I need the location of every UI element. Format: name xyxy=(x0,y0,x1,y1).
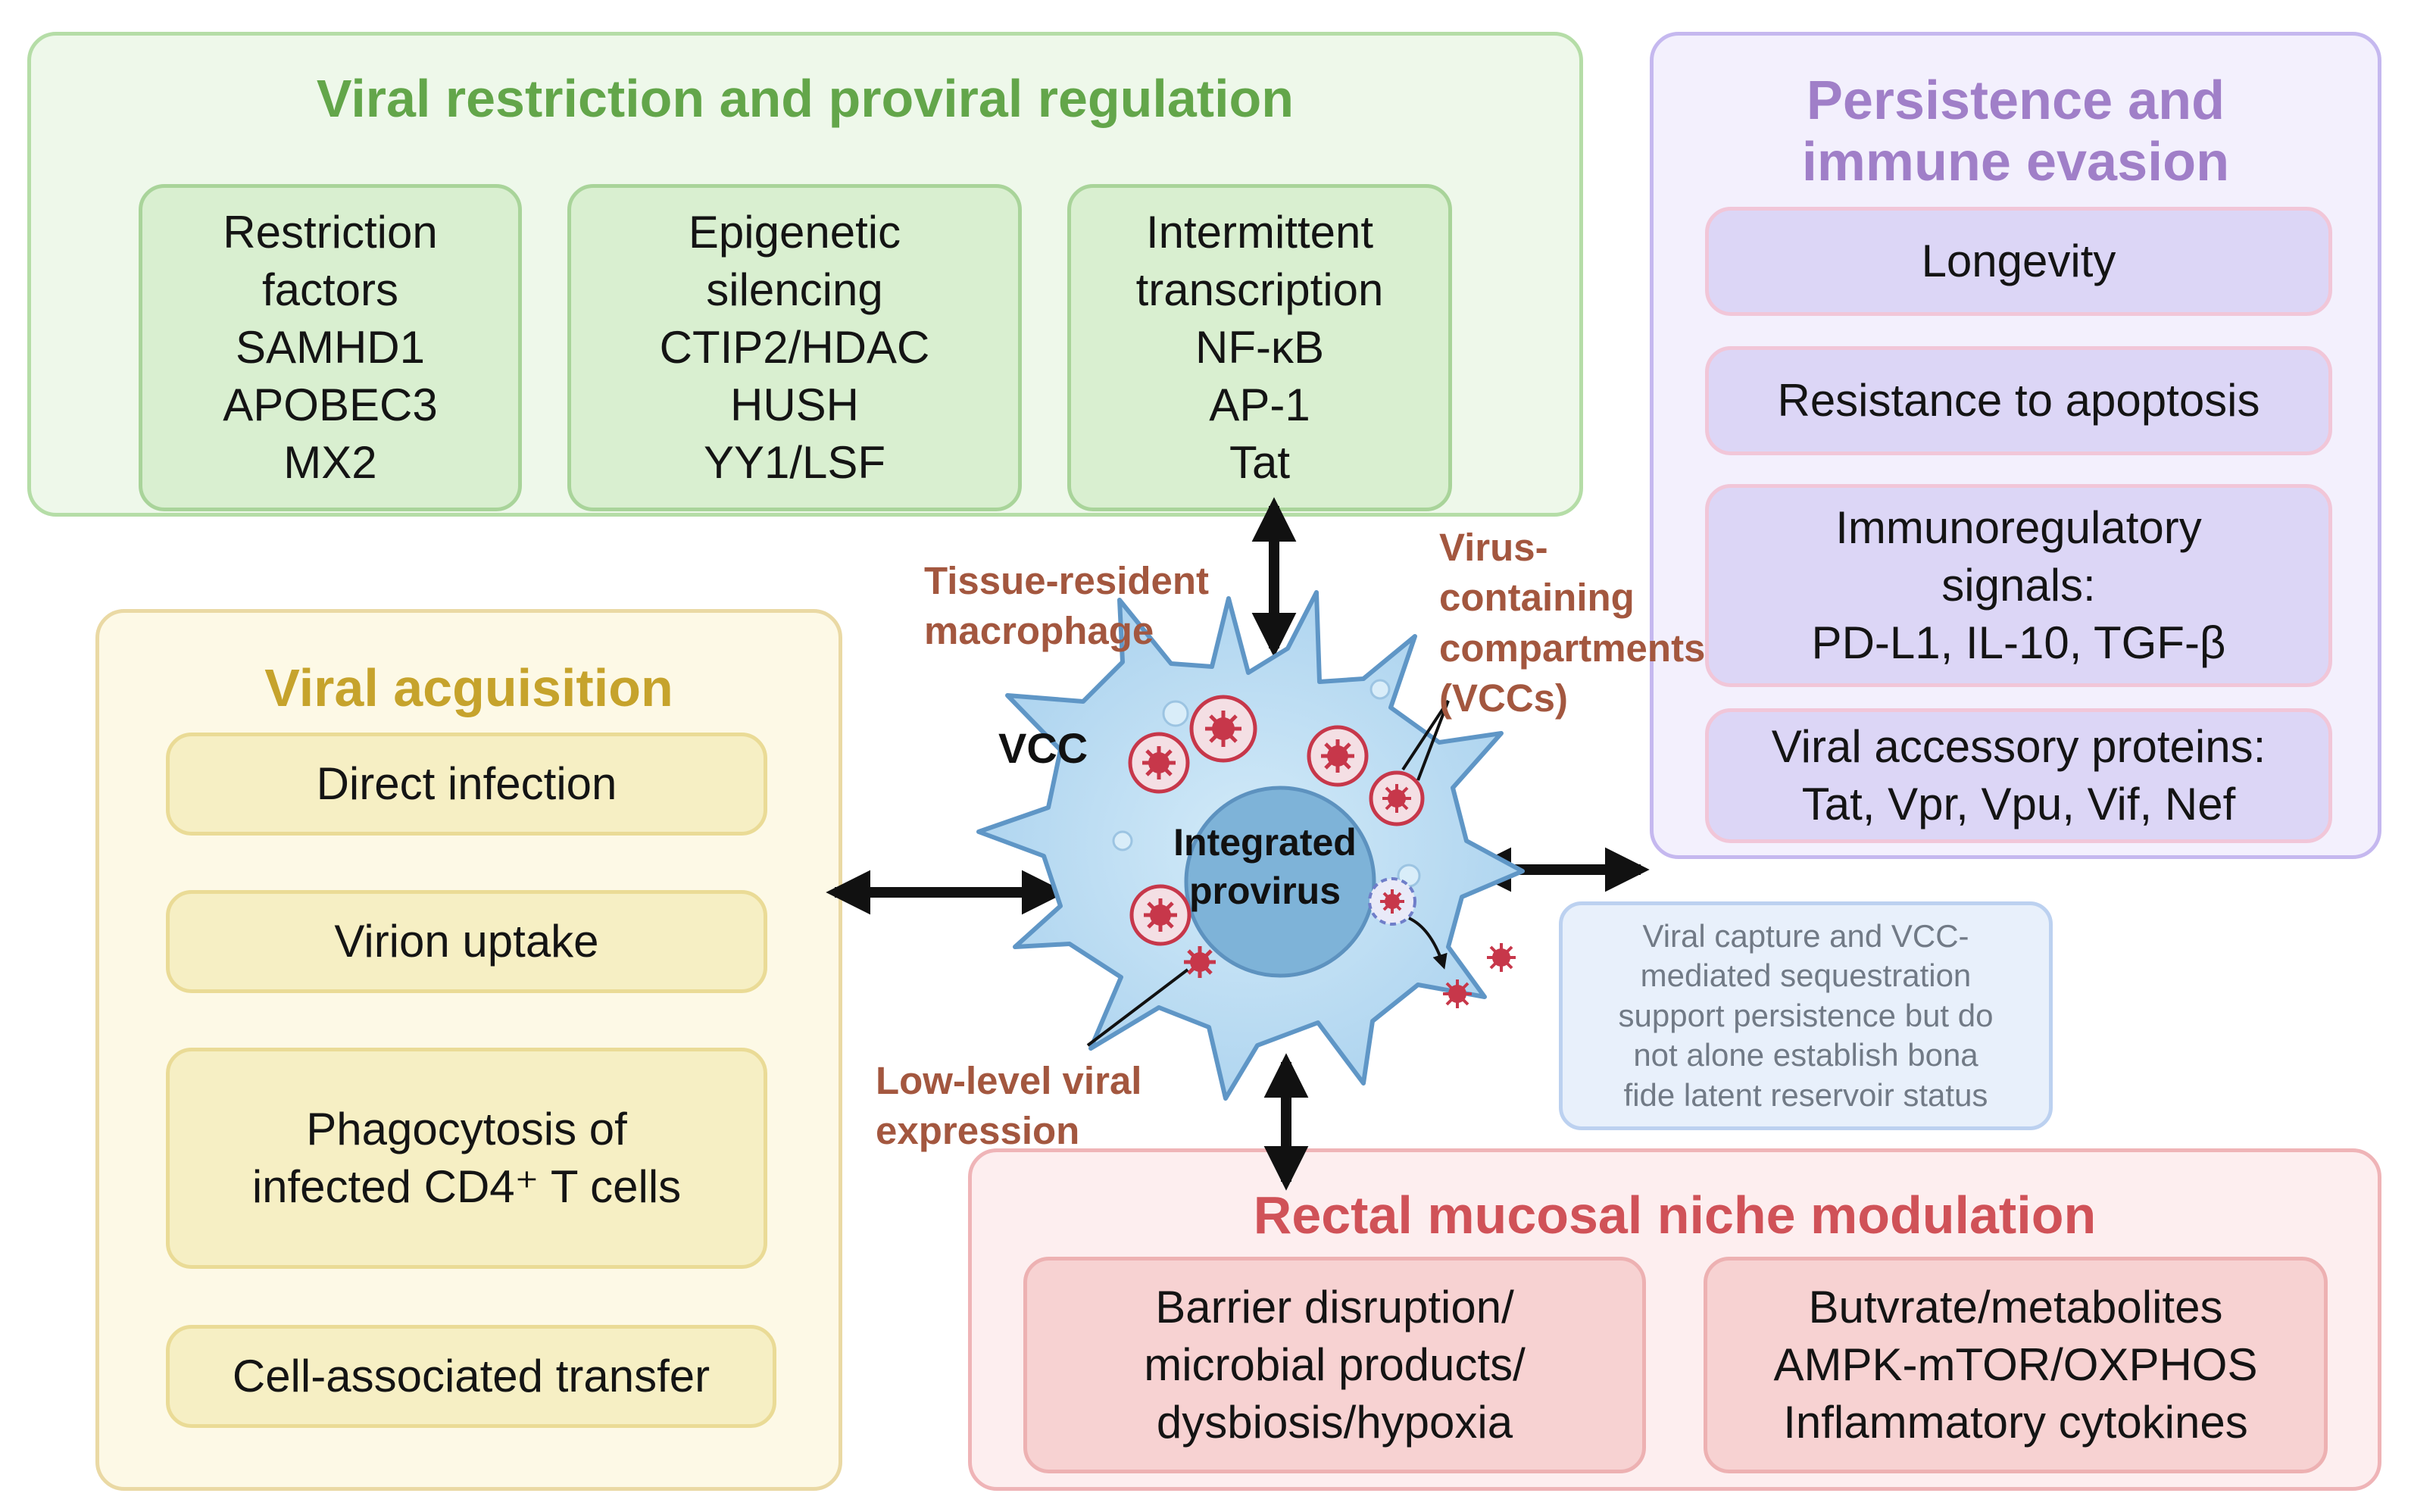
box-line: Phagocytosis of xyxy=(306,1103,627,1154)
vcc-note-box: Viral capture and VCC- mediated sequestr… xyxy=(1559,901,2053,1130)
virion xyxy=(1321,739,1354,773)
metabolites-box: Butvrate/metabolites AMPK-mTOR/OXPHOS In… xyxy=(1704,1257,2328,1473)
note-line: fide latent reservoir status xyxy=(1623,1076,1988,1113)
box-line: Epigenetic xyxy=(688,206,901,258)
label-line: containing xyxy=(1439,576,1635,620)
virion xyxy=(1443,979,1472,1008)
box-line: NF-κB xyxy=(1195,321,1324,373)
box-line: Restriction xyxy=(223,206,438,258)
vesicle-group xyxy=(1112,679,1421,888)
virion xyxy=(1382,784,1411,813)
macrophage-label: Tissue-resident macrophage xyxy=(924,556,1209,657)
persistence-title-line: immune evasion xyxy=(1801,132,2230,193)
note-line: Viral capture and VCC- xyxy=(1642,917,1969,954)
mucosal-niche-title: Rectal mucosal niche modulation xyxy=(1253,1186,2097,1245)
direct-infection-box: Direct infection xyxy=(166,733,767,836)
label-line: provirus xyxy=(1188,870,1341,912)
virion-group xyxy=(1142,711,1516,1008)
box-line: AMPK-mTOR/OXPHOS xyxy=(1773,1339,2258,1390)
virion xyxy=(1487,943,1516,972)
mucosal-niche-panel: Rectal mucosal niche modulation Barrier … xyxy=(968,1148,2381,1491)
vcc-compartments-label: Virus- containing compartments (VCCs) xyxy=(1439,523,1705,723)
persistence-title: Persistence and immune evasion xyxy=(1654,70,2378,194)
apoptosis-resistance-box: Resistance to apoptosis xyxy=(1705,346,2332,455)
box-line: SAMHD1 xyxy=(235,321,426,373)
box-line: MX2 xyxy=(283,437,377,489)
integrated-provirus-label: Integrated provirus xyxy=(1151,818,1379,915)
immunoregulatory-signals-box: Immunoregulatory signals: PD-L1, IL-10, … xyxy=(1705,484,2332,687)
restriction-factors-box: Restriction factors SAMHD1 APOBEC3 MX2 xyxy=(139,184,522,511)
pointer-line xyxy=(1401,699,1450,771)
box-line: APOBEC3 xyxy=(223,380,438,431)
box-line: signals: xyxy=(1941,559,2096,611)
longevity-box: Longevity xyxy=(1705,207,2332,316)
virion-uptake-box: Virion uptake xyxy=(166,890,767,993)
note-line: not alone establish bona xyxy=(1633,1037,1978,1073)
cell-associated-transfer-box: Cell-associated transfer xyxy=(166,1325,776,1428)
virion xyxy=(1144,898,1177,932)
label-line: macrophage xyxy=(924,609,1154,653)
label-line: (VCCs) xyxy=(1439,676,1569,720)
phagocytosis-box: Phagocytosis of infected CD4⁺ T cells xyxy=(166,1048,767,1269)
release-arrow xyxy=(1408,917,1448,970)
box-line: Immunoregulatory xyxy=(1835,501,2202,553)
label-line: Tissue-resident xyxy=(924,559,1210,602)
label-line: compartments xyxy=(1439,626,1706,670)
box-line: microbial products/ xyxy=(1144,1339,1526,1390)
viral-restriction-panel: Viral restriction and proviral regulatio… xyxy=(27,32,1583,517)
pointer-line xyxy=(1416,700,1450,781)
nucleus xyxy=(1184,786,1376,978)
box-line: infected CD4⁺ T cells xyxy=(251,1161,682,1212)
box-line: Cell-associated transfer xyxy=(232,1350,710,1401)
box-line: HUSH xyxy=(729,380,859,431)
persistence-title-line: Persistence and xyxy=(1806,70,2225,131)
persistence-panel: Persistence and immune evasion Longevity… xyxy=(1650,32,2381,859)
box-line: YY1/LSF xyxy=(703,437,886,489)
note-line: mediated sequestration xyxy=(1640,957,1972,994)
note-line: support persistence but do xyxy=(1618,997,1994,1033)
box-line: CTIP2/HDAC xyxy=(659,321,930,373)
vesicle xyxy=(1162,700,1189,727)
box-line: Butvrate/metabolites xyxy=(1808,1281,2223,1332)
label-line: Low-level viral xyxy=(876,1059,1142,1102)
box-line: Tat, Vpr, Vpu, Vif, Nef xyxy=(1801,779,2236,829)
virion xyxy=(1184,946,1216,978)
box-line: transcription xyxy=(1135,264,1384,315)
box-line: Longevity xyxy=(1921,235,2116,286)
label-line: Virus- xyxy=(1439,526,1548,569)
box-line: Intermittent xyxy=(1145,206,1374,258)
box-line: Virion uptake xyxy=(334,915,599,967)
label-line: Integrated xyxy=(1173,821,1357,864)
intermittent-transcription-box: Intermittent transcription NF-κB AP-1 Ta… xyxy=(1067,184,1452,511)
virion xyxy=(1380,889,1404,914)
box-line: silencing xyxy=(706,264,883,315)
box-line: AP-1 xyxy=(1209,380,1310,431)
box-line: Inflammatory cytokines xyxy=(1783,1397,2248,1448)
viral-restriction-title: Viral restriction and proviral regulatio… xyxy=(316,69,1295,128)
box-line: dysbiosis/hypoxia xyxy=(1156,1397,1513,1448)
box-line: Tat xyxy=(1229,437,1291,489)
pointer-line xyxy=(1086,968,1189,1047)
box-line: Direct infection xyxy=(316,758,617,809)
vesicle xyxy=(1112,830,1133,851)
box-line: Barrier disruption/ xyxy=(1155,1281,1514,1332)
viral-acquisition-title: Viral acguisition xyxy=(264,658,673,717)
label-line: expression xyxy=(876,1109,1080,1153)
box-line: PD-L1, IL-10, TGF-β xyxy=(1811,617,2226,669)
vesicle xyxy=(1369,679,1391,700)
viral-accessory-proteins-box: Viral accessory proteins: Tat, Vpr, Vpu,… xyxy=(1705,708,2332,843)
box-line: Viral accessory proteins: xyxy=(1771,720,2266,772)
virion xyxy=(1205,711,1241,747)
barrier-disruption-box: Barrier disruption/ microbial products/ … xyxy=(1023,1257,1646,1473)
box-line: Resistance to apoptosis xyxy=(1777,374,2260,426)
vcc-short-label: VCC xyxy=(998,724,1088,772)
epigenetic-silencing-box: Epigenetic silencing CTIP2/HDAC HUSH YY1… xyxy=(567,184,1022,511)
box-line: factors xyxy=(261,264,399,315)
low-level-expression-label: Low-level viral expression xyxy=(876,1056,1141,1157)
viral-acquisition-panel: Viral acguisition Direct infection Virio… xyxy=(95,609,842,1491)
virion xyxy=(1142,746,1176,779)
